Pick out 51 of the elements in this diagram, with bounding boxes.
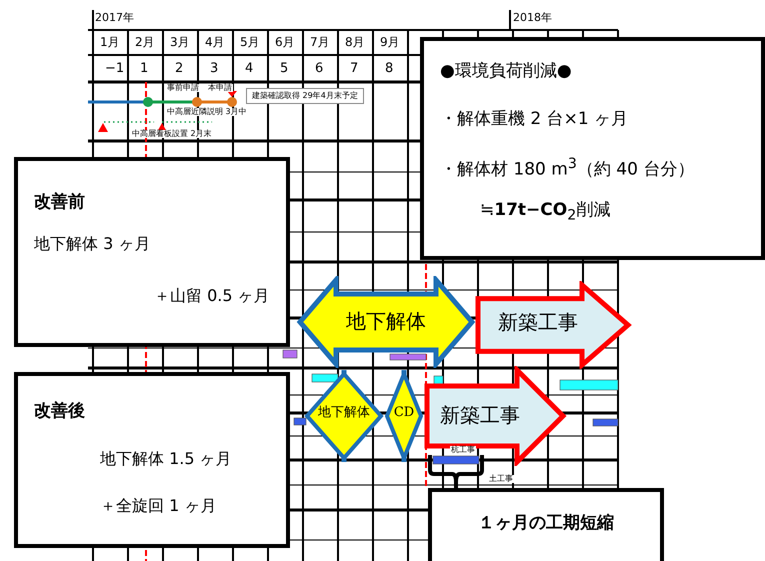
year-label: 2017年 [95, 12, 134, 23]
period-number: −1 [105, 62, 124, 75]
period-number: 4 [245, 62, 254, 75]
month-label: 9月 [380, 36, 400, 48]
info-box [420, 37, 765, 260]
shape-label: CD [392, 406, 416, 420]
result-box [428, 488, 664, 561]
period-number: 2 [175, 62, 184, 75]
box-heading: 改善後 [34, 402, 85, 421]
shape-label: 新築工事 [497, 311, 579, 333]
comparison-box [14, 157, 290, 347]
body-text: ＋山留 0.5 ヶ月 [154, 287, 270, 305]
body-text: ・解体材 180 m$^{3}$（約 40 台分） [440, 157, 694, 180]
month-label: 2月 [135, 36, 155, 48]
arrow-shaped-box [423, 366, 567, 466]
month-label: 5月 [240, 36, 260, 48]
comparison-box [14, 372, 290, 548]
month-label: 1月 [100, 36, 120, 48]
month-label: 6月 [275, 36, 295, 48]
shape-label: 地下解体 [317, 406, 371, 420]
period-number: 1 [140, 62, 148, 75]
period-number: 3 [210, 62, 218, 75]
month-label: 3月 [170, 36, 190, 48]
period-number: 8 [385, 62, 394, 75]
body-text: 地下解体 3 ヶ月 [34, 235, 150, 253]
box-heading: 改善前 [34, 193, 85, 212]
arrow-shaped-box [474, 281, 632, 369]
shape-label: １ヶ月の工期短縮 [477, 514, 615, 533]
task-label: 中高層近隣説明 3月中 [166, 108, 248, 116]
double-arrow [296, 276, 476, 368]
body-text: ・解体重機 2 台×1 ヶ月 [440, 110, 628, 129]
period-number: 7 [350, 62, 358, 75]
month-label: 8月 [345, 36, 365, 48]
task-label: 杭工事 [450, 446, 476, 454]
shape-label: 新築工事 [439, 404, 521, 426]
task-label: 土工事 [488, 475, 514, 483]
body-text: ≒17t−CO$_{2}$削減 [480, 201, 610, 224]
period-number: 5 [280, 62, 288, 75]
task-label: 中高層看板設置 2月末 [131, 130, 213, 138]
box-heading: ●環境負荷削減● [440, 62, 572, 81]
decision-diamond [384, 370, 424, 462]
month-label: 7月 [310, 36, 330, 48]
shape-label: 地下解体 [345, 310, 427, 332]
task-label: 事前申請 [166, 84, 200, 92]
body-text: 地下解体 1.5 ヶ月 [100, 450, 232, 468]
milestone-note: 建築確認取得 29年4月末予定 [246, 88, 364, 104]
task-label: 本申請 [207, 84, 233, 92]
body-text: ＋全旋回 1 ヶ月 [100, 497, 216, 515]
year-label: 2018年 [513, 12, 552, 23]
period-number: 6 [315, 62, 324, 75]
month-label: 4月 [205, 36, 225, 48]
